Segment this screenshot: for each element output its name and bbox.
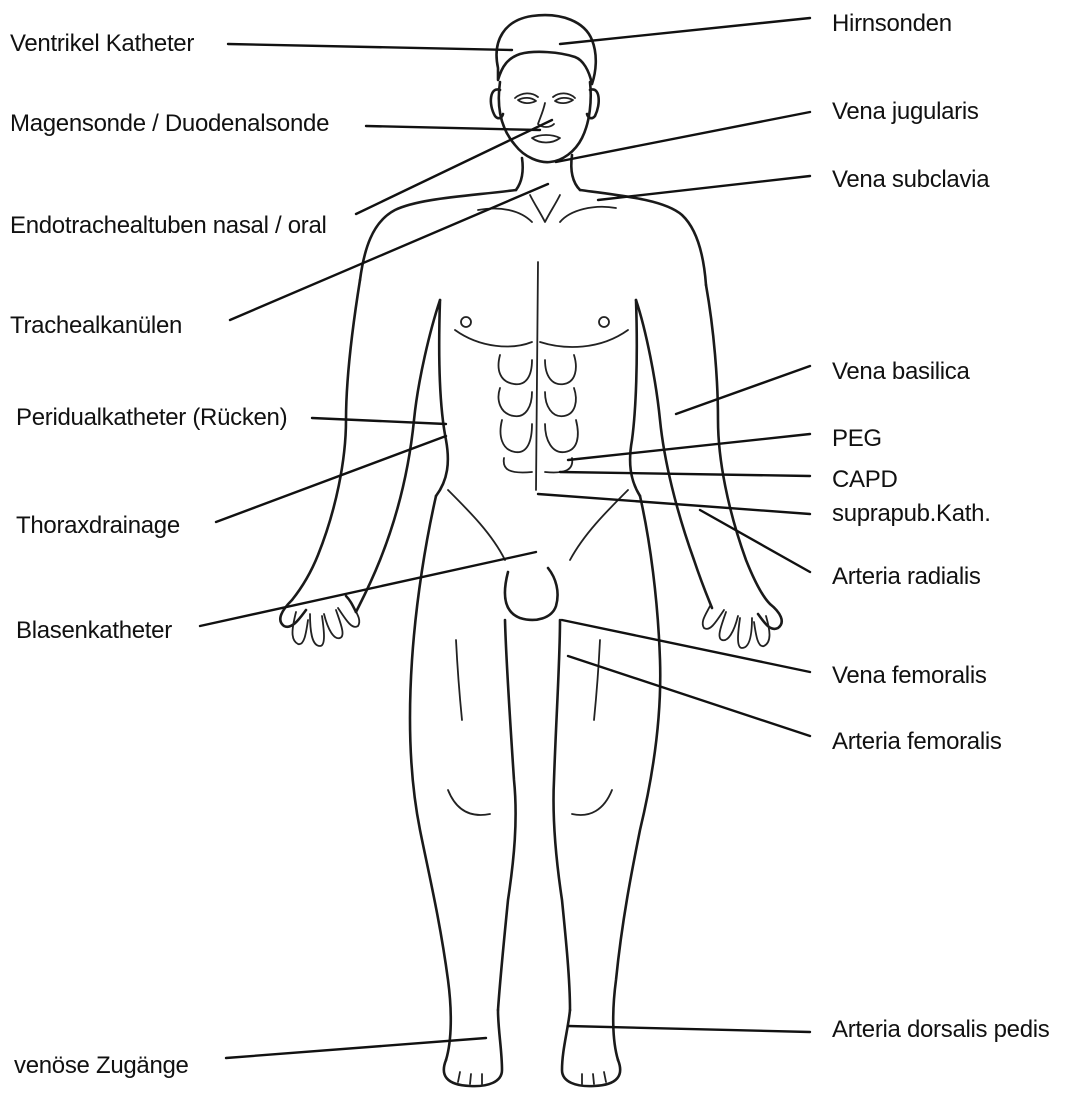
label-vena-jugularis: Vena jugularis [832,98,979,126]
leader-ventrikel [228,44,512,50]
label-peg: PEG [832,425,882,453]
label-vena-subclavia: Vena subclavia [832,166,989,194]
leader-trachealkanuelen [230,184,548,320]
label-thoraxdrainage: Thoraxdrainage [16,512,180,540]
label-arteria-femoralis: Arteria femoralis [832,728,1002,756]
legs-outline [410,496,660,1086]
label-capd: CAPD [832,466,897,494]
leader-basilica [676,366,810,414]
label-blasenkatheter: Blasenkatheter [16,617,172,645]
leader-arteria-femoralis [568,656,810,736]
leader-peg [568,434,810,460]
leader-capd [560,472,810,476]
leader-peridual [312,418,446,424]
head-outline [491,15,599,162]
label-peridualkatheter: Peridualkatheter (Rücken) [16,404,287,432]
torso-outline [360,155,706,620]
label-vena-basilica: Vena basilica [832,358,970,386]
label-arteria-dorsalis-pedis: Arteria dorsalis pedis [832,1016,1050,1044]
leader-hirnsonden [560,18,810,44]
label-endotrachealtuben: Endotrachealtuben nasal / oral [10,212,327,240]
leader-dorsalis [568,1026,810,1032]
leader-blasen [200,552,536,626]
leader-thorax [216,436,446,522]
leader-radialis [700,510,810,572]
label-hirnsonden: Hirnsonden [832,10,952,38]
leader-magensonde [366,126,540,130]
label-trachealkanuelen: Trachealkanülen [10,312,182,340]
label-arteria-radialis: Arteria radialis [832,563,981,591]
label-venoese-zugaenge: venöse Zugänge [14,1052,189,1080]
leader-jugularis [556,112,810,162]
label-ventrikel-katheter: Ventrikel Katheter [10,30,194,58]
leader-subclavia [598,176,810,200]
label-magensonde: Magensonde / Duodenalsonde [10,110,329,138]
label-vena-femoralis: Vena femoralis [832,662,987,690]
leader-lines [200,18,810,1058]
label-suprapub-kath: suprapub.Kath. [832,500,991,528]
